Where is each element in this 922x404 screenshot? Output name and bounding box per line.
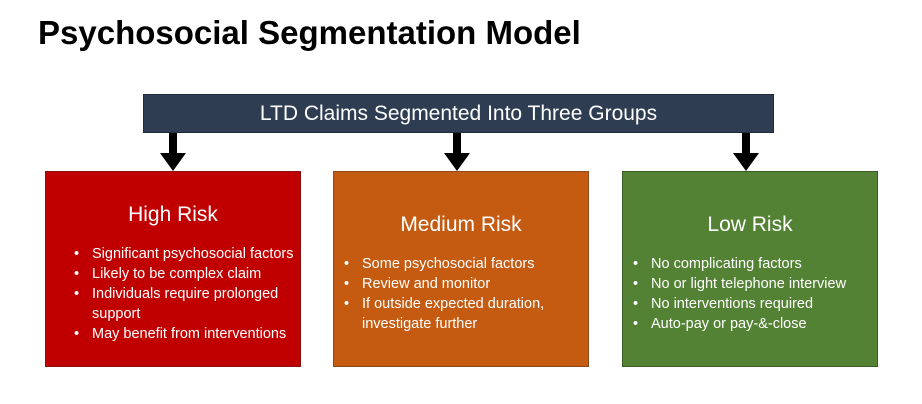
segment-high-risk: High Risk Significant psychosocial facto… — [45, 171, 301, 367]
arrow-down-icon — [733, 133, 759, 171]
list-item: No complicating factors — [623, 254, 875, 274]
list-item: If outside expected duration, investigat… — [334, 294, 582, 334]
segment-bullet-list: Some psychosocial factors Review and mon… — [334, 254, 582, 334]
list-item: Auto-pay or pay-&-close — [623, 314, 875, 334]
list-item: Review and monitor — [334, 274, 582, 294]
segment-low-risk: Low Risk No complicating factors No or l… — [622, 171, 878, 367]
list-item: Likely to be complex claim — [64, 264, 298, 284]
page-title: Psychosocial Segmentation Model — [38, 14, 581, 51]
list-item: May benefit from interventions — [64, 324, 298, 344]
segment-medium-risk: Medium Risk Some psychosocial factors Re… — [333, 171, 589, 367]
list-item: Some psychosocial factors — [334, 254, 582, 274]
segment-title: High Risk — [128, 203, 218, 226]
list-item: Individuals require prolonged support — [64, 284, 298, 324]
segmentation-banner: LTD Claims Segmented Into Three Groups — [143, 94, 774, 133]
segment-bullet-list: No complicating factors No or light tele… — [623, 254, 875, 334]
list-item: No interventions required — [623, 294, 875, 314]
banner-label: LTD Claims Segmented Into Three Groups — [259, 101, 658, 125]
segment-bullet-list: Significant psychosocial factors Likely … — [64, 244, 298, 344]
list-item: No or light telephone interview — [623, 274, 875, 294]
arrow-down-icon — [160, 133, 186, 171]
segment-title: Medium Risk — [400, 213, 522, 236]
arrow-down-icon — [444, 133, 470, 171]
list-item: Significant psychosocial factors — [64, 244, 298, 264]
segment-title: Low Risk — [707, 213, 793, 236]
